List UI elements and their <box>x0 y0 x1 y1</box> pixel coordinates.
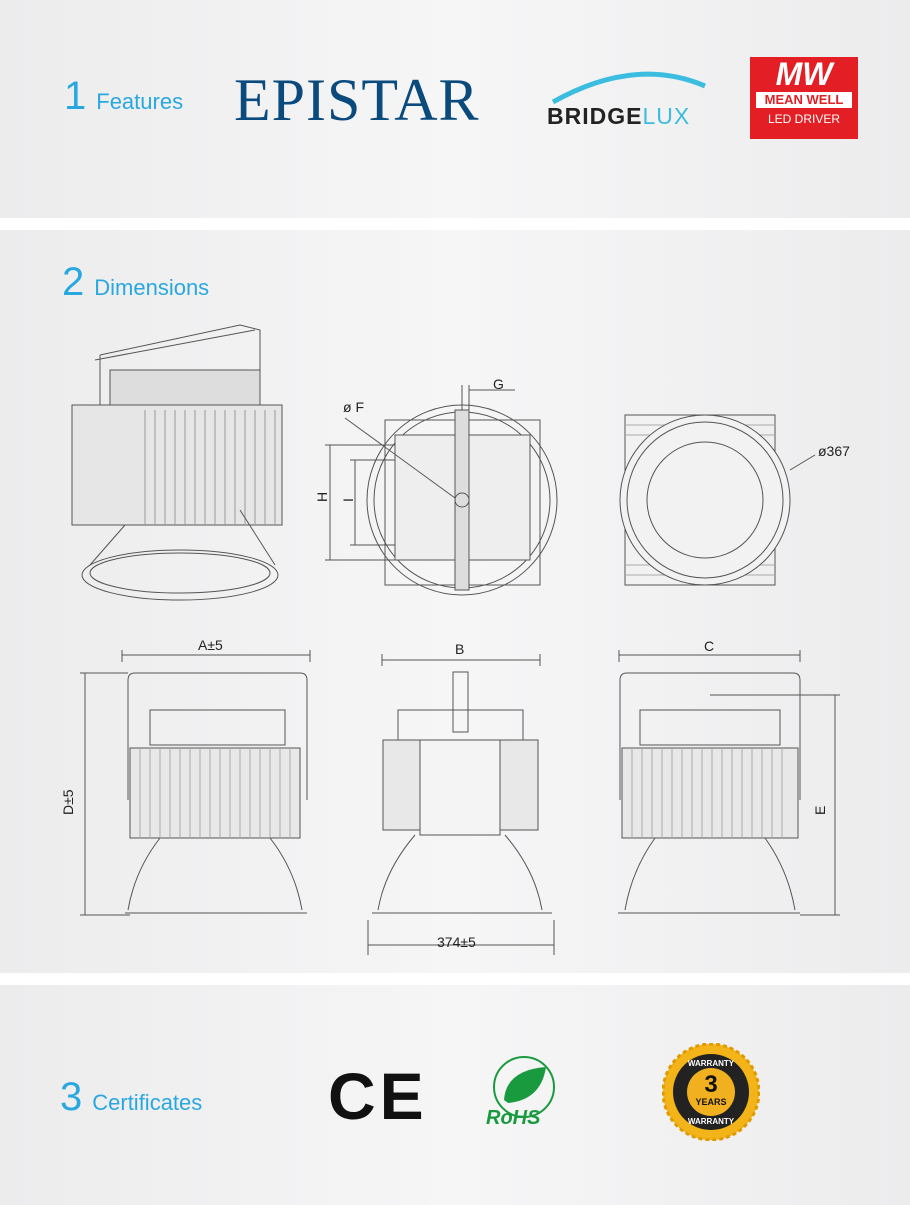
certificates-section: 3 Certificates CE RoHS WARRANTY 3 YEARS … <box>0 985 910 1205</box>
bottom-view <box>619 414 816 586</box>
label-c: C <box>704 638 714 654</box>
label-d: D±5 <box>60 789 76 815</box>
perspective-view <box>71 324 283 601</box>
ce-mark: CE <box>328 1059 428 1133</box>
bridgelux-logo: BRIDGELUX <box>545 66 715 129</box>
label-diameter: ø367 <box>818 443 850 459</box>
side-view-b <box>367 654 555 955</box>
technical-drawings: ø F G H I ø367 A±5 B C D±5 E 374±5 <box>60 324 850 955</box>
label-g: G <box>493 376 504 392</box>
meanwell-logo: MW MEAN WELL LED DRIVER <box>750 57 858 139</box>
certificates-heading: 3 Certificates <box>60 1075 203 1119</box>
features-section: 1 Features EPISTAR BRIDGELUX MW MEAN WEL… <box>0 0 910 218</box>
side-view-a <box>80 650 311 916</box>
label-width: 374±5 <box>437 934 476 950</box>
warranty-badge: WARRANTY 3 YEARS WARRANTY <box>662 1043 760 1141</box>
dimensions-section: 2 Dimensions <box>0 230 910 973</box>
dimensions-heading: 2 Dimensions <box>62 260 210 304</box>
rohs-logo: RoHS <box>486 1055 562 1131</box>
label-i: I <box>340 498 356 502</box>
label-b: B <box>455 641 464 657</box>
top-view <box>325 385 558 596</box>
features-heading: 1 Features <box>64 74 184 118</box>
label-h: H <box>314 492 330 502</box>
epistar-logo: EPISTAR <box>234 67 480 133</box>
label-a: A±5 <box>198 637 223 653</box>
side-view-c <box>618 650 840 916</box>
label-e: E <box>812 806 828 815</box>
label-f: ø F <box>343 399 364 415</box>
